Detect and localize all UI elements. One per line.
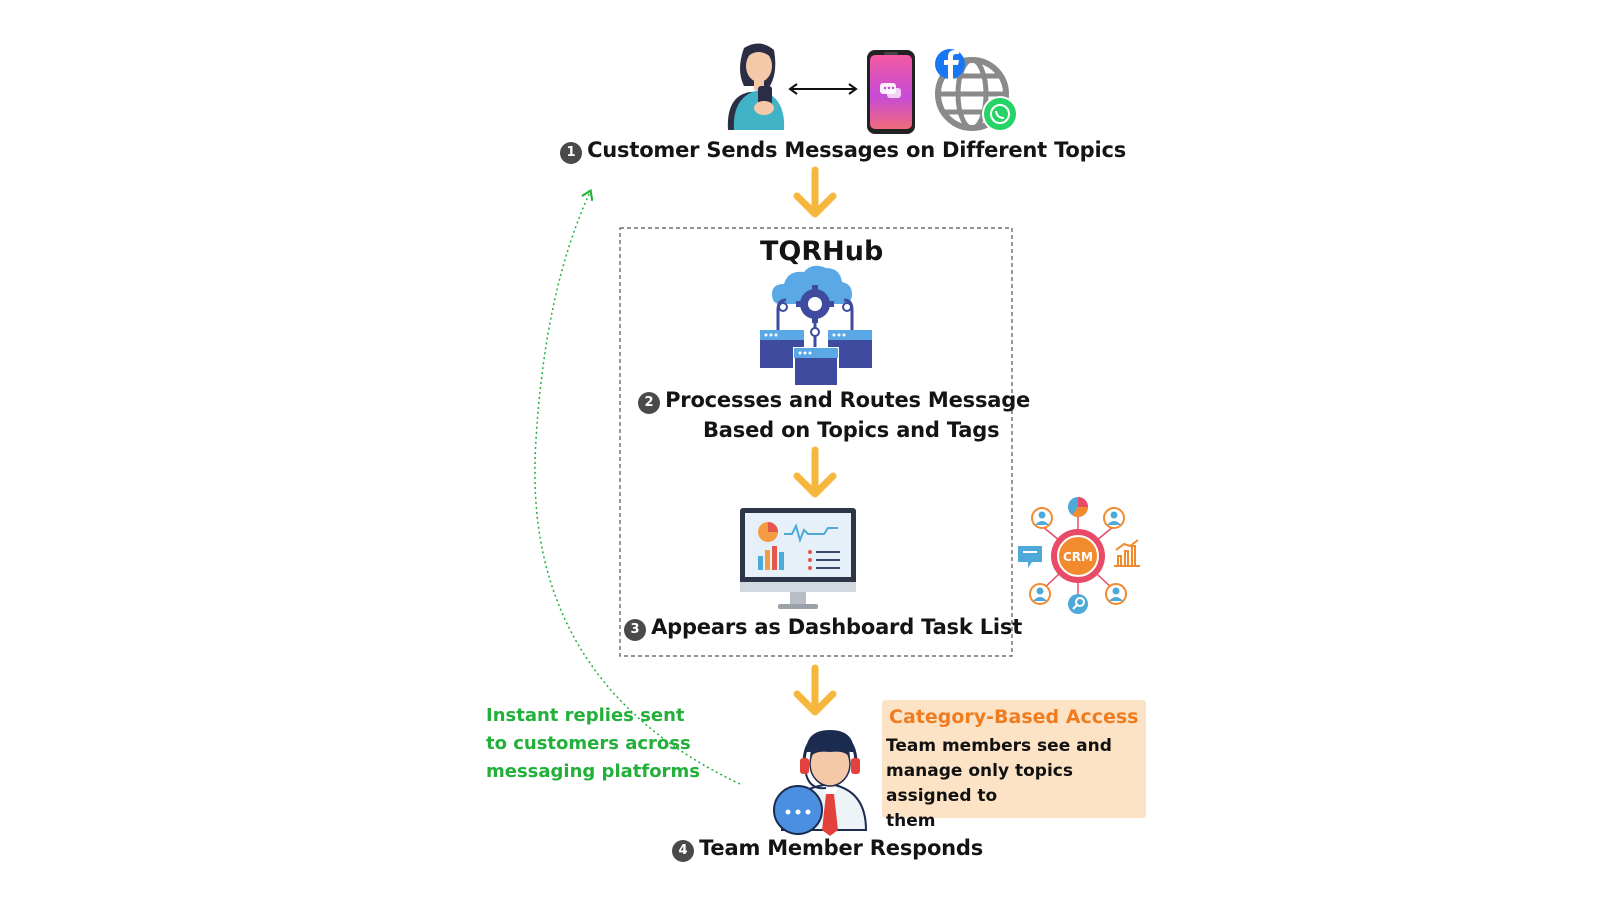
cloud-gear-servers-icon (760, 265, 872, 387)
double-arrow-icon (788, 83, 858, 95)
person-using-phone-icon (727, 43, 785, 130)
step-1-label: Customer Sends Messages on Different Top… (587, 138, 1127, 162)
tqrhub-boundary (619, 227, 1013, 657)
globe-facebook-whatsapp-icon (935, 49, 1018, 132)
monitor-analytics-icon (740, 508, 856, 609)
user-icon (1029, 583, 1051, 605)
hub-title: TQRHub (760, 236, 884, 267)
user-icon (1031, 507, 1053, 529)
step-4-title: 4 Team Member Responds (672, 836, 983, 862)
step-4-number-badge: 4 (672, 839, 694, 862)
user-icon (1103, 507, 1125, 529)
step-3-label: Appears as Dashboard Task List (651, 615, 1023, 639)
bar-chart-icon (1114, 539, 1140, 567)
support-agent-headset-icon (773, 730, 868, 836)
callout-line-1: Team members see and (886, 736, 1112, 756)
flow-arrow-2 (793, 446, 837, 498)
callout-line-3: them (886, 811, 936, 831)
crm-network-icon: CRM (1018, 497, 1140, 614)
callout-title: Category-Based Access (889, 706, 1139, 728)
step-2-label-line1: Processes and Routes Message (665, 388, 1031, 412)
search-icon (1068, 594, 1088, 614)
step-2-title: 2 Processes and Routes Message (638, 388, 1030, 414)
step-3-number-badge: 3 (624, 618, 646, 641)
instant-replies-note: Instant replies sent to customers across… (486, 702, 700, 786)
reply-arrow (534, 192, 741, 785)
step-1-title: 1 Customer Sends Messages on Different T… (560, 138, 1126, 164)
flow-arrow-3 (793, 664, 837, 716)
crm-label: CRM (1063, 550, 1093, 564)
pie-chart-icon (1068, 497, 1088, 517)
chat-bubble-icon (1018, 546, 1042, 568)
smartphone-chat-icon (867, 50, 915, 134)
category-access-callout: Category-Based Access Team members see a… (882, 700, 1146, 831)
step-3-title: 3 Appears as Dashboard Task List (624, 615, 1022, 641)
callout-line-2: manage only topics assigned to (886, 761, 1073, 806)
note-line-1: Instant replies sent (486, 705, 685, 726)
flow-arrow-1 (793, 166, 837, 218)
step-2-label-line2: Based on Topics and Tags (703, 418, 1000, 442)
step-2-number-badge: 2 (638, 391, 660, 414)
note-line-2: to customers across (486, 733, 691, 754)
callout-body: Team members see and manage only topics … (886, 734, 1146, 834)
user-icon (1105, 583, 1127, 605)
step-1-number-badge: 1 (560, 141, 582, 164)
step-4-label: Team Member Responds (699, 836, 984, 860)
note-line-3: messaging platforms (486, 761, 700, 782)
